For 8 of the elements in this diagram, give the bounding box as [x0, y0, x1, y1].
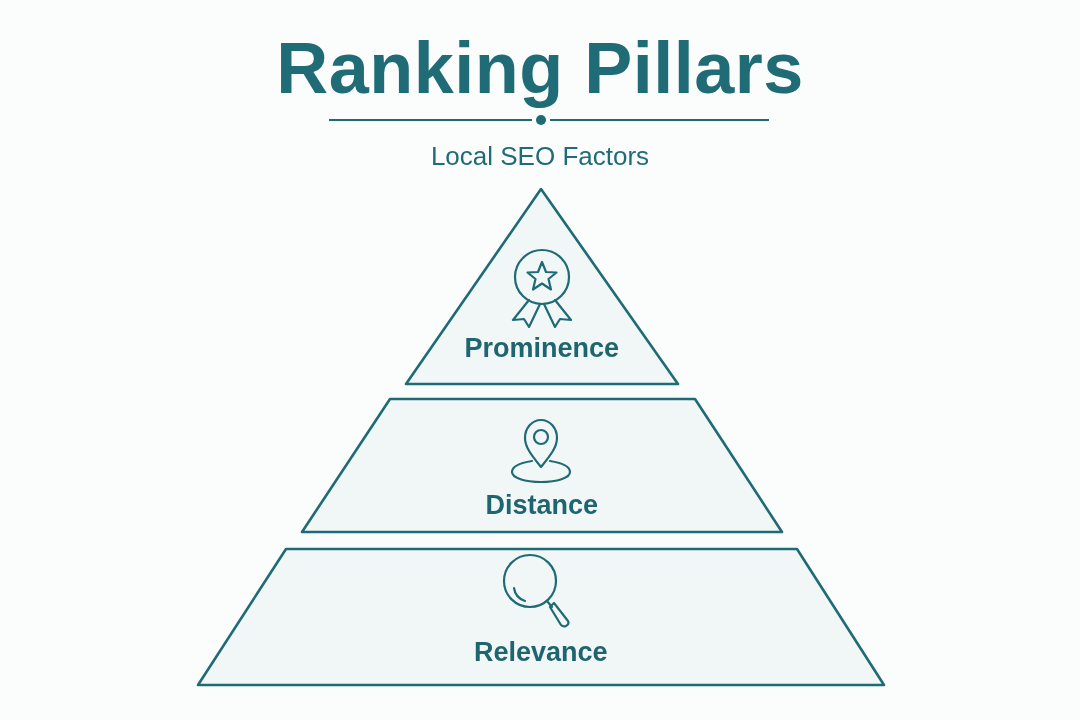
- pyramid-top-triangle: [403, 186, 681, 387]
- tier-label: Relevance: [474, 637, 608, 667]
- tier-label: Prominence: [464, 333, 620, 363]
- tier-label: Distance: [485, 490, 599, 520]
- title: Ranking Pillars: [276, 27, 804, 110]
- pyramid-middle-tier: [299, 396, 785, 535]
- subtitle: Local SEO Factors: [430, 140, 650, 172]
- pyramid-base-tier: [195, 546, 887, 688]
